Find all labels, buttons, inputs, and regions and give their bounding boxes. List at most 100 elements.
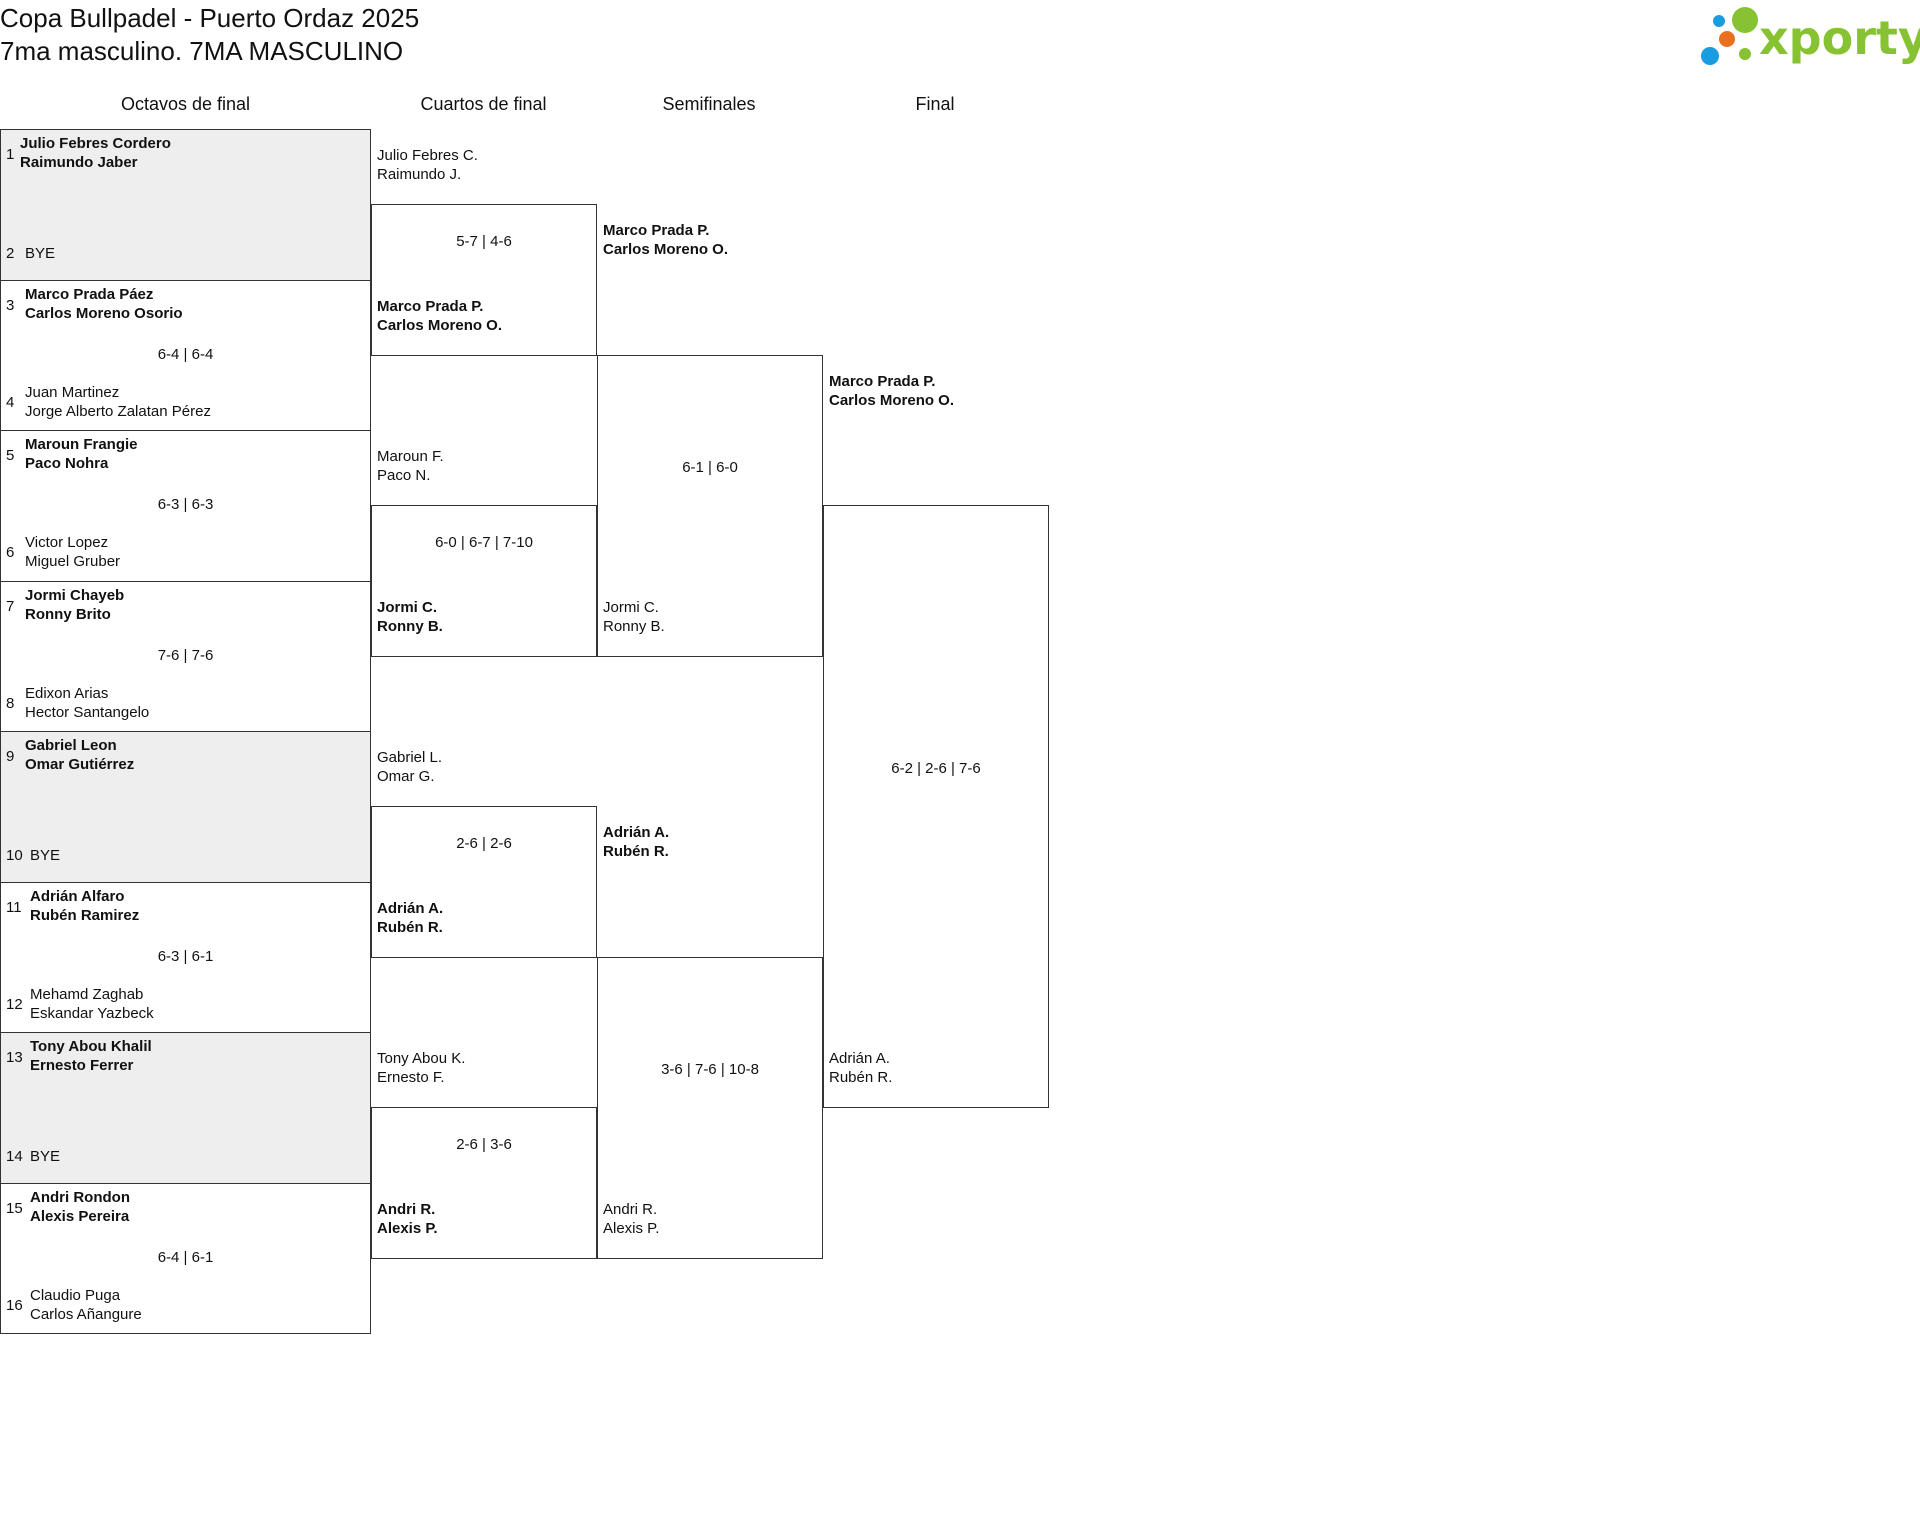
player-name: Ernesto Ferrer: [30, 1057, 134, 1074]
round-header: Cuartos de final: [420, 94, 547, 114]
player-name: Andri R.: [377, 1201, 436, 1219]
tournament-title: Copa Bullpadel - Puerto Ordaz 2025: [0, 3, 420, 33]
player-name: BYE: [30, 1148, 61, 1165]
match-score: 6-0 | 6-7 | 7-10: [435, 534, 533, 552]
player-name: Omar G.: [377, 768, 435, 785]
seed-number: 5: [6, 447, 15, 464]
player-name: Mehamd Zaghab: [30, 985, 144, 1003]
player-name: Omar Gutiérrez: [25, 756, 135, 773]
round-header: Semifinales: [662, 94, 756, 114]
player-name: Gabriel Leon: [25, 737, 117, 754]
match-score: 5-7 | 4-6: [456, 233, 512, 251]
player-name: Claudio Puga: [30, 1286, 121, 1304]
player-name: Gabriel L.: [377, 749, 443, 766]
player-name: BYE: [30, 847, 61, 864]
logo-dot-green: [1732, 7, 1758, 33]
player-name: Rubén R.: [603, 843, 669, 861]
logo-dot-blue: [1701, 47, 1719, 65]
player-name: Rubén R.: [829, 1069, 893, 1087]
match-box: [371, 1107, 597, 1259]
player-name: Victor Lopez: [25, 534, 109, 551]
player-name: Carlos Moreno O.: [377, 317, 503, 335]
player-name: Adrián A.: [603, 824, 670, 842]
player-name: Marco Prada P.: [603, 222, 710, 240]
player-name: Raimundo Jaber: [20, 154, 138, 171]
match-score: 6-1 | 6-0: [682, 458, 738, 476]
match-score: 6-2 | 2-6 | 7-6: [891, 760, 981, 778]
player-name: Jormi Chayeb: [25, 586, 125, 604]
seed-number: 6: [6, 544, 15, 561]
match-score: 6-3 | 6-3: [157, 496, 214, 513]
player-name: Julio Febres C.: [377, 147, 478, 164]
player-name: Andri R.: [603, 1200, 658, 1218]
seed-number: 1: [6, 146, 15, 163]
player-name: Juan Martinez: [25, 383, 120, 401]
category-subtitle: 7ma masculino. 7MA MASCULINO: [0, 36, 404, 66]
round-header: Final: [915, 94, 955, 114]
seed-number: 9: [6, 748, 15, 765]
match-score: 6-3 | 6-1: [157, 947, 214, 965]
match-score: 7-6 | 7-6: [157, 646, 214, 664]
seed-number: 2: [6, 245, 15, 262]
player-name: Rubén Ramirez: [30, 906, 140, 924]
seed-number: 13: [6, 1049, 23, 1066]
player-name: Ernesto F.: [377, 1069, 445, 1086]
player-name: BYE: [25, 245, 56, 262]
player-name: Carlos Moreno O.: [829, 391, 955, 409]
player-name: Jormi C.: [377, 599, 438, 617]
player-name: Julio Febres Cordero: [20, 135, 171, 152]
player-name: Carlos Moreno Osorio: [25, 304, 183, 322]
seed-number: 14: [6, 1148, 23, 1165]
player-name: Paco Nohra: [25, 455, 109, 472]
player-name: Maroun Frangie: [25, 436, 138, 453]
player-name: Alexis Pereira: [30, 1207, 130, 1225]
player-name: Hector Santangelo: [25, 703, 150, 721]
player-name: Rubén R.: [377, 919, 443, 937]
logo-dot-green-small: [1739, 48, 1751, 60]
player-name: Marco Prada P.: [829, 372, 936, 390]
match-score: 2-6 | 2-6: [456, 835, 512, 853]
match-score: 6-4 | 6-4: [157, 345, 214, 363]
player-name: Alexis P.: [377, 1220, 438, 1238]
player-name: Maroun F.: [377, 448, 444, 465]
logo-dot-orange: [1719, 31, 1735, 47]
match-score: 3-6 | 7-6 | 10-8: [661, 1060, 759, 1078]
player-name: Raimundo J.: [377, 166, 462, 183]
player-name: Ronny B.: [377, 618, 443, 636]
match-box: [0, 1032, 371, 1184]
match-box: [371, 505, 597, 657]
match-box: [597, 956, 823, 1259]
player-name: Jormi C.: [603, 598, 659, 616]
player-name: Adrián Alfaro: [30, 887, 125, 905]
player-name: Alexis P.: [603, 1219, 660, 1237]
round-header: Octavos de final: [120, 94, 251, 114]
match-box: [597, 354, 823, 657]
player-name: Paco N.: [377, 467, 431, 484]
player-name: Marco Prada Páez: [25, 285, 154, 303]
seed-number: 12: [6, 995, 23, 1013]
seed-number: 4: [6, 393, 15, 411]
player-name: Tony Abou Khalil: [30, 1038, 152, 1055]
xporty-logo: xporty: [1701, 7, 1920, 65]
seed-number: 15: [6, 1199, 23, 1217]
player-name: Tony Abou K.: [377, 1050, 466, 1067]
seed-number: 11: [6, 898, 22, 916]
seed-number: 16: [6, 1296, 23, 1314]
seed-number: 8: [6, 694, 15, 712]
match-box: [371, 204, 597, 356]
player-name: Ronny Brito: [25, 605, 111, 623]
player-name: Marco Prada P.: [377, 298, 484, 316]
seed-number: 7: [6, 597, 15, 615]
match-score: 2-6 | 3-6: [456, 1136, 512, 1154]
player-name: Carlos Añangure: [30, 1305, 142, 1323]
player-name: Andri Rondon: [30, 1188, 130, 1206]
match-score: 6-4 | 6-1: [157, 1248, 214, 1266]
player-name: Eskandar Yazbeck: [30, 1004, 154, 1022]
player-name: Miguel Gruber: [25, 553, 121, 570]
logo-dot-blue-small: [1713, 15, 1725, 27]
seed-number: 10: [6, 847, 23, 864]
match-box: [823, 505, 1049, 1109]
seed-number: 3: [6, 296, 15, 314]
player-name: Ronny B.: [603, 617, 665, 635]
match-box: [0, 731, 371, 883]
